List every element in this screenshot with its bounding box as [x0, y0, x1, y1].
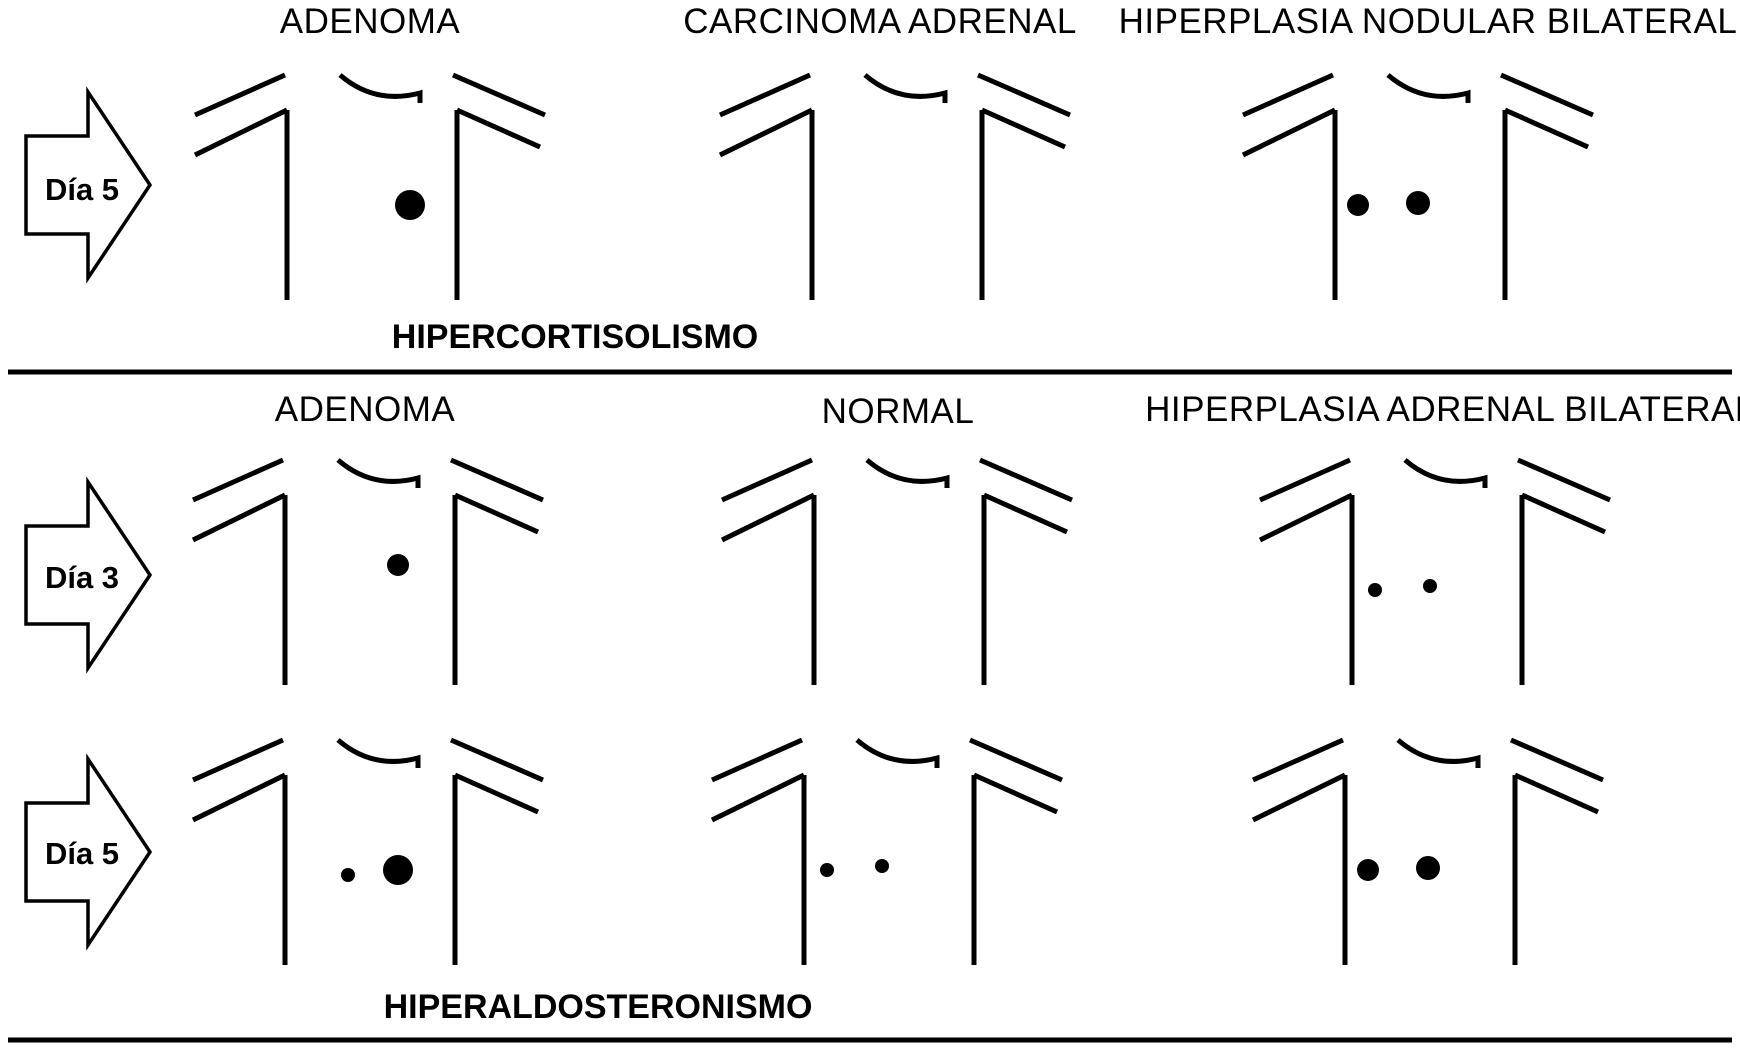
- uptake-dot: [383, 855, 413, 885]
- column-title-hiperplasia-nodular-bilateral: HIPERPLASIA NODULAR BILATERAL: [1118, 2, 1738, 41]
- uptake-dot: [1347, 194, 1369, 216]
- day-arrows: [24, 86, 153, 951]
- column-title-normal: NORMAL: [821, 392, 975, 431]
- torso-outline-icon: [1241, 72, 1594, 300]
- uptake-dot: [387, 554, 409, 576]
- section-title-hipercortisolismo: HIPERCORTISOLISMO: [391, 318, 759, 356]
- uptake-dot: [1423, 579, 1437, 593]
- right-arrow-icon: [24, 86, 153, 284]
- uptake-dot: [820, 863, 834, 877]
- torso-outline-icon: [193, 72, 546, 300]
- torso-outline-icon: [710, 737, 1063, 965]
- torso-outline-icon: [718, 72, 1071, 300]
- torso-outline-icon: [191, 457, 544, 685]
- torso-outline-icon: [1258, 457, 1611, 685]
- torso-panels: [191, 72, 1611, 965]
- uptake-dot: [1368, 583, 1382, 597]
- uptake-dot: [1357, 859, 1379, 881]
- uptake-dot: [1416, 856, 1440, 880]
- uptake-dot: [875, 859, 889, 873]
- column-title-adenoma: ADENOMA: [274, 390, 456, 429]
- torso-outline-icon: [1251, 737, 1604, 965]
- uptake-dot: [1406, 191, 1430, 215]
- torso-outline-icon: [191, 737, 544, 965]
- column-title-hiperplasia-adrenal-bilateral: HIPERPLASIA ADRENAL BILATERAL: [1145, 390, 1740, 429]
- uptake-dot: [341, 868, 355, 882]
- section-title-hiperaldosteronismo: HIPERALDOSTERONISMO: [383, 988, 813, 1026]
- column-title-carcinoma-adrenal: CARCINOMA ADRENAL: [683, 2, 1077, 41]
- uptake-dot: [395, 190, 425, 220]
- day-label: Día 5: [44, 836, 120, 871]
- column-title-adenoma: ADENOMA: [279, 2, 461, 41]
- day-label: Día 3: [44, 560, 120, 595]
- right-arrow-icon: [24, 753, 153, 951]
- torso-outline-icon: [720, 457, 1073, 685]
- day-label: Día 5: [44, 172, 120, 207]
- right-arrow-icon: [24, 476, 153, 674]
